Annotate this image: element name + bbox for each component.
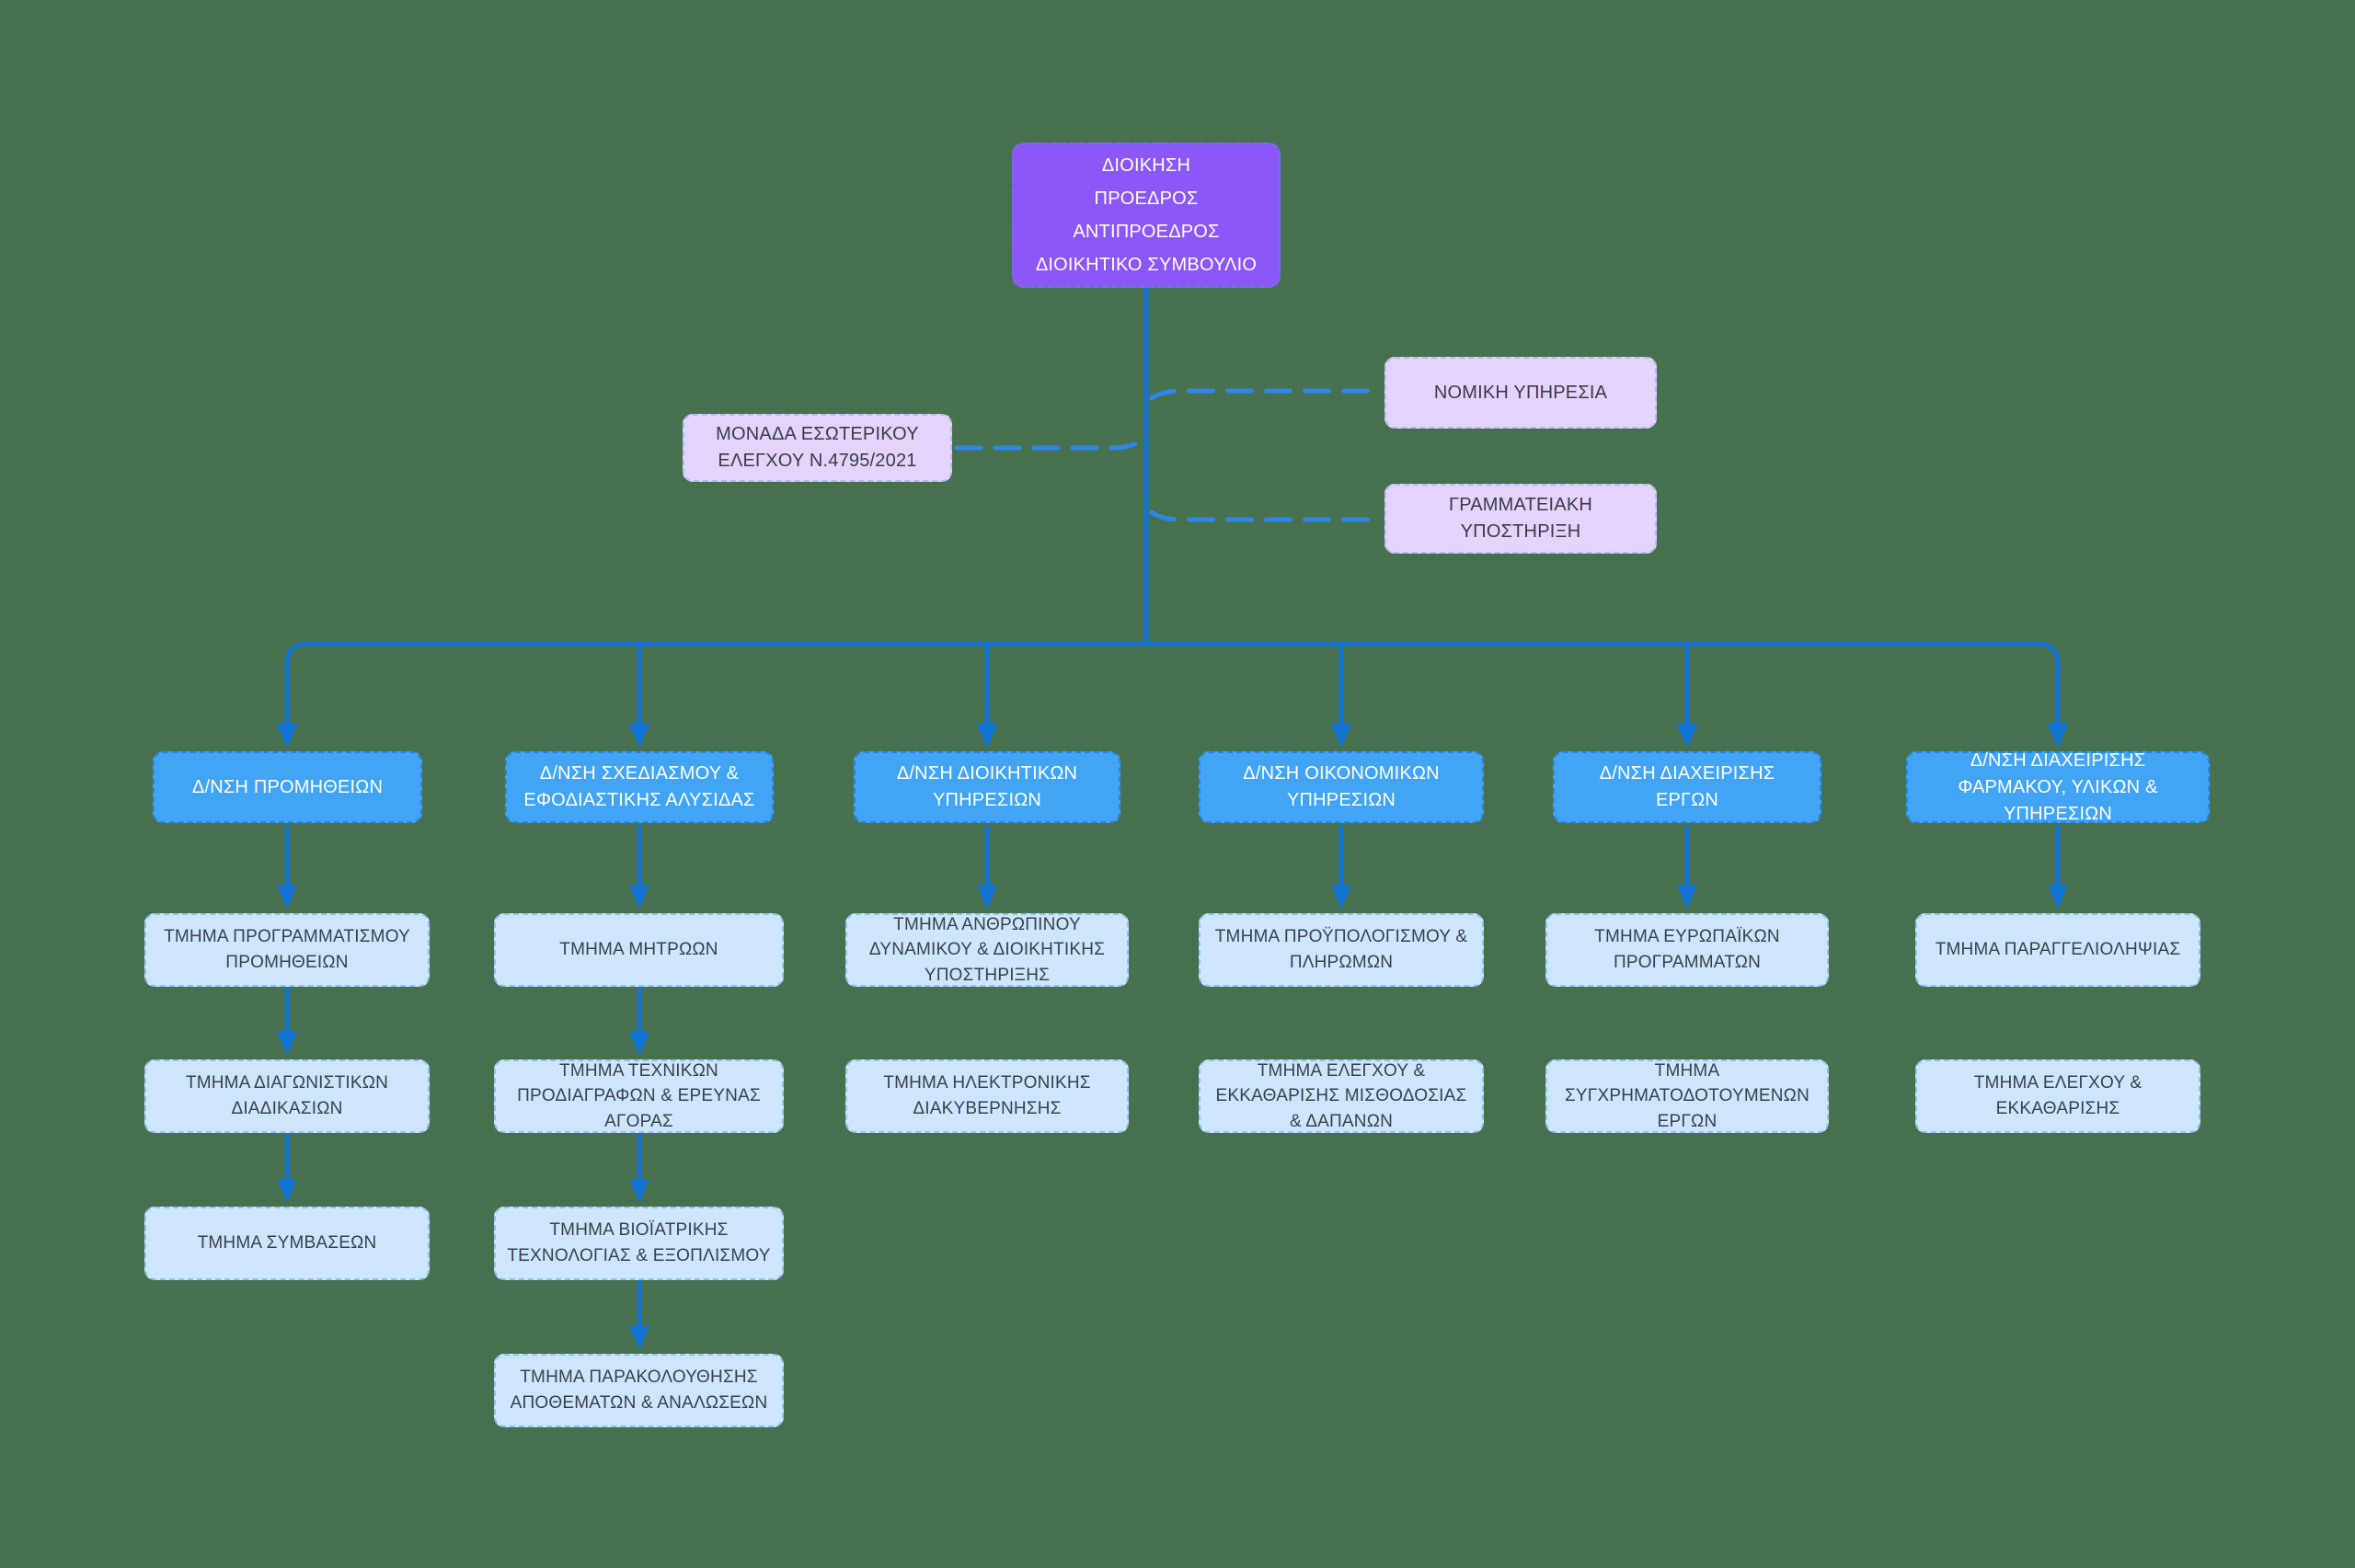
arrowhead (2048, 885, 2068, 910)
org-node-directorate-project-management: Δ/ΝΣΗ ΔΙΑΧΕΙΡΙΣΗΣ ΕΡΓΩΝ (1553, 751, 1821, 823)
department-label: ΤΜΗΜΑ ΗΛΕΚΤΡΟΝΙΚΗΣ ΔΙΑΚΥΒΕΡΝΗΣΗΣ (883, 1073, 1091, 1118)
arrowhead (977, 885, 997, 910)
department-label: ΤΜΗΜΑ ΣΥΜΒΑΣΕΩΝ (197, 1233, 377, 1253)
arrowhead (277, 1032, 297, 1056)
directorate-label: Δ/ΝΣΗ ΟΙΚΟΝΟΜΙΚΩΝ ΥΠΗΡΕΣΙΩΝ (1243, 763, 1440, 810)
org-node-legal-service: ΝΟΜΙΚΗ ΥΠΗΡΕΣΙΑ (1384, 357, 1657, 429)
arrowhead (976, 723, 998, 748)
secretariat-dashed-line (1149, 509, 1383, 522)
department-label: ΤΜΗΜΑ ΔΙΑΓΩΝΙΣΤΙΚΩΝ ΔΙΑΔΙΚΑΣΙΩΝ (185, 1073, 389, 1118)
org-node-directorate-procurement: Δ/ΝΣΗ ΠΡΟΜΗΘΕΙΩΝ (153, 751, 422, 823)
arrowhead (629, 1179, 649, 1203)
org-node-secretariat-label: ΓΡΑΜΜΑΤΕΙΑΚΗ ΥΠΟΣΤΗΡΙΞΗ (1448, 495, 1593, 542)
internal-audit-dashed-line (954, 437, 1143, 451)
arrowhead (1676, 723, 1698, 748)
arrowhead (277, 1179, 297, 1203)
arrowhead (277, 885, 297, 910)
org-node-dept-payroll-expense-audit: ΤΜΗΜΑ ΕΛΕΓΧΟΥ & ΕΚΚΑΘΑΡΙΣΗΣ ΜΙΣΘΟΔΟΣΙΑΣ … (1199, 1059, 1484, 1133)
arrowhead (1677, 885, 1697, 910)
department-label: ΤΜΗΜΑ ΕΛΕΓΧΟΥ & ΕΚΚΑΘΑΡΙΣΗΣ ΜΙΣΘΟΔΟΣΙΑΣ … (1215, 1060, 1467, 1131)
org-node-board: ΔΙΟΙΚΗΣΗ ΠΡΟΕΔΡΟΣ ΑΝΤΙΠΡΟΕΔΡΟΣ ΔΙΟΙΚΗΤΙΚ… (1012, 143, 1281, 288)
org-node-directorate-administrative: Δ/ΝΣΗ ΔΙΟΙΚΗΤΙΚΩΝ ΥΠΗΡΕΣΙΩΝ (854, 751, 1120, 823)
directorate-label: Δ/ΝΣΗ ΔΙΑΧΕΙΡΙΣΗΣ ΕΡΓΩΝ (1599, 763, 1775, 810)
org-node-dept-european-programs: ΤΜΗΜΑ ΕΥΡΩΠΑΪΚΩΝ ΠΡΟΓΡΑΜΜΑΤΩΝ (1545, 913, 1829, 987)
department-label: ΤΜΗΜΑ ΕΥΡΩΠΑΪΚΩΝ ΠΡΟΓΡΑΜΜΑΤΩΝ (1594, 927, 1780, 972)
department-label: ΤΜΗΜΑ ΠΡΟΫΠΟΛΟΓΙΣΜΟΥ & ΠΛΗΡΩΜΩΝ (1214, 927, 1468, 972)
org-node-dept-hr-admin-support: ΤΜΗΜΑ ΑΝΘΡΩΠΙΝΟΥ ΔΥΝΑΜΙΚΟΥ & ΔΙΟΙΚΗΤΙΚΗΣ… (845, 913, 1129, 987)
arrowheads (276, 723, 2069, 1350)
department-label: ΤΜΗΜΑ ΠΡΟΓΡΑΜΜΑΤΙΣΜΟΥ ΠΡΟΜΗΘΕΙΩΝ (164, 927, 410, 972)
department-label: ΤΜΗΜΑ ΤΕΧΝΙΚΩΝ ΠΡΟΔΙΑΓΡΑΦΩΝ & ΕΡΕΥΝΑΣ ΑΓ… (517, 1060, 761, 1131)
arrowhead (628, 723, 650, 748)
org-node-dept-order-taking: ΤΜΗΜΑ ΠΑΡΑΓΓΕΛΙΟΛΗΨΙΑΣ (1915, 913, 2200, 987)
department-label: ΤΜΗΜΑ ΠΑΡΑΚΟΛΟΥΘΗΣΗΣ ΑΠΟΘΕΜΑΤΩΝ & ΑΝΑΛΩΣ… (510, 1368, 768, 1413)
arrowhead (2047, 723, 2069, 748)
org-node-secretariat: ΓΡΑΜΜΑΤΕΙΑΚΗ ΥΠΟΣΤΗΡΙΞΗ (1384, 484, 1657, 554)
org-node-dept-audit-clearance: ΤΜΗΜΑ ΕΛΕΓΧΟΥ & ΕΚΚΑΘΑΡΙΣΗΣ (1915, 1059, 2200, 1133)
department-label: ΤΜΗΜΑ ΕΛΕΓΧΟΥ & ΕΚΚΑΘΑΡΙΣΗΣ (1973, 1073, 2142, 1118)
org-node-dept-biomedical-technology: ΤΜΗΜΑ ΒΙΟΪΑΤΡΙΚΗΣ ΤΕΧΝΟΛΟΓΙΑΣ & ΕΞΟΠΛΙΣΜ… (494, 1207, 784, 1280)
directorate-label: Δ/ΝΣΗ ΠΡΟΜΗΘΕΙΩΝ (191, 776, 384, 797)
directorate-label: Δ/ΝΣΗ ΔΙΟΙΚΗΤΙΚΩΝ ΥΠΗΡΕΣΙΩΝ (896, 763, 1078, 810)
org-node-dept-registries: ΤΜΗΜΑ ΜΗΤΡΩΩΝ (494, 913, 784, 987)
org-node-dept-contracts: ΤΜΗΜΑ ΣΥΜΒΑΣΕΩΝ (144, 1207, 430, 1280)
directorate-label: Δ/ΝΣΗ ΣΧΕΔΙΑΣΜΟΥ & ΕΦΟΔΙΑΣΤΙΚΗΣ ΑΛΥΣΙΔΑΣ (523, 763, 755, 810)
department-label: ΤΜΗΜΑ ΠΑΡΑΓΓΕΛΙΟΛΗΨΙΑΣ (1935, 940, 2181, 960)
org-node-directorate-financial: Δ/ΝΣΗ ΟΙΚΟΝΟΜΙΚΩΝ ΥΠΗΡΕΣΙΩΝ (1199, 751, 1484, 823)
org-node-dept-egovernance: ΤΜΗΜΑ ΗΛΕΚΤΡΟΝΙΚΗΣ ΔΙΑΚΥΒΕΡΝΗΣΗΣ (845, 1059, 1129, 1133)
org-node-dept-procurement-planning: ΤΜΗΜΑ ΠΡΟΓΡΑΜΜΑΤΙΣΜΟΥ ΠΡΟΜΗΘΕΙΩΝ (144, 913, 430, 987)
arrowhead (629, 885, 649, 910)
org-node-dept-cofunded-projects: ΤΜΗΜΑ ΣΥΓΧΡΗΜΑΤΟΔΟΤΟΥΜΕΝΩΝ ΕΡΓΩΝ (1545, 1059, 1829, 1133)
arrowhead (1330, 723, 1352, 748)
arrowhead (1331, 885, 1351, 910)
org-node-directorate-pharma-materials-services: Δ/ΝΣΗ ΔΙΑΧΕΙΡΙΣΗΣ ΦΑΡΜΑΚΟΥ, ΥΛΙΚΩΝ & ΥΠΗ… (1906, 750, 2210, 824)
org-node-directorate-planning-supply-chain: Δ/ΝΣΗ ΣΧΕΔΙΑΣΜΟΥ & ΕΦΟΔΙΑΣΤΙΚΗΣ ΑΛΥΣΙΔΑΣ (505, 751, 774, 823)
org-node-board-label: ΔΙΟΙΚΗΣΗ ΠΡΟΕΔΡΟΣ ΑΝΤΙΠΡΟΕΔΡΟΣ ΔΙΟΙΚΗΤΙΚ… (1035, 155, 1258, 275)
department-label: ΤΜΗΜΑ ΜΗΤΡΩΩΝ (559, 940, 718, 960)
department-label: ΤΜΗΜΑ ΒΙΟΪΑΤΡΙΚΗΣ ΤΕΧΝΟΛΟΓΙΑΣ & ΕΞΟΠΛΙΣΜ… (507, 1220, 771, 1265)
legal-dashed-line (1149, 388, 1383, 401)
org-node-internal-audit: ΜΟΝΑΔΑ ΕΣΩΤΕΡΙΚΟΥ ΕΛΕΓΧΟΥ Ν.4795/2021 (683, 414, 952, 482)
dashed-connectors (954, 388, 1383, 522)
arrowhead (629, 1032, 649, 1056)
department-label: ΤΜΗΜΑ ΣΥΓΧΡΗΜΑΤΟΔΟΤΟΥΜΕΝΩΝ ΕΡΓΩΝ (1564, 1060, 1809, 1131)
directorate-label: Δ/ΝΣΗ ΔΙΑΧΕΙΡΙΣΗΣ ΦΑΡΜΑΚΟΥ, ΥΛΙΚΩΝ & ΥΠΗ… (1958, 750, 2158, 824)
solid-connectors (284, 287, 2061, 1331)
org-node-dept-technical-specs-market-research: ΤΜΗΜΑ ΤΕΧΝΙΚΩΝ ΠΡΟΔΙΑΓΡΑΦΩΝ & ΕΡΕΥΝΑΣ ΑΓ… (494, 1059, 784, 1133)
arrowhead (276, 723, 298, 748)
org-node-legal-service-label: ΝΟΜΙΚΗ ΥΠΗΡΕΣΙΑ (1433, 382, 1608, 403)
trunk-line (284, 641, 2061, 729)
org-node-dept-stock-consumables-monitoring: ΤΜΗΜΑ ΠΑΡΑΚΟΛΟΥΘΗΣΗΣ ΑΠΟΘΕΜΑΤΩΝ & ΑΝΑΛΩΣ… (494, 1354, 784, 1427)
org-node-internal-audit-label: ΜΟΝΑΔΑ ΕΣΩΤΕΡΙΚΟΥ ΕΛΕΓΧΟΥ Ν.4795/2021 (716, 424, 919, 471)
department-label: ΤΜΗΜΑ ΑΝΘΡΩΠΙΝΟΥ ΔΥΝΑΜΙΚΟΥ & ΔΙΟΙΚΗΤΙΚΗΣ… (868, 914, 1106, 985)
org-node-dept-budget-payments: ΤΜΗΜΑ ΠΡΟΫΠΟΛΟΓΙΣΜΟΥ & ΠΛΗΡΩΜΩΝ (1199, 913, 1484, 987)
org-node-dept-tender-procedures: ΤΜΗΜΑ ΔΙΑΓΩΝΙΣΤΙΚΩΝ ΔΙΑΔΙΚΑΣΙΩΝ (144, 1059, 430, 1133)
arrowhead (629, 1326, 649, 1350)
